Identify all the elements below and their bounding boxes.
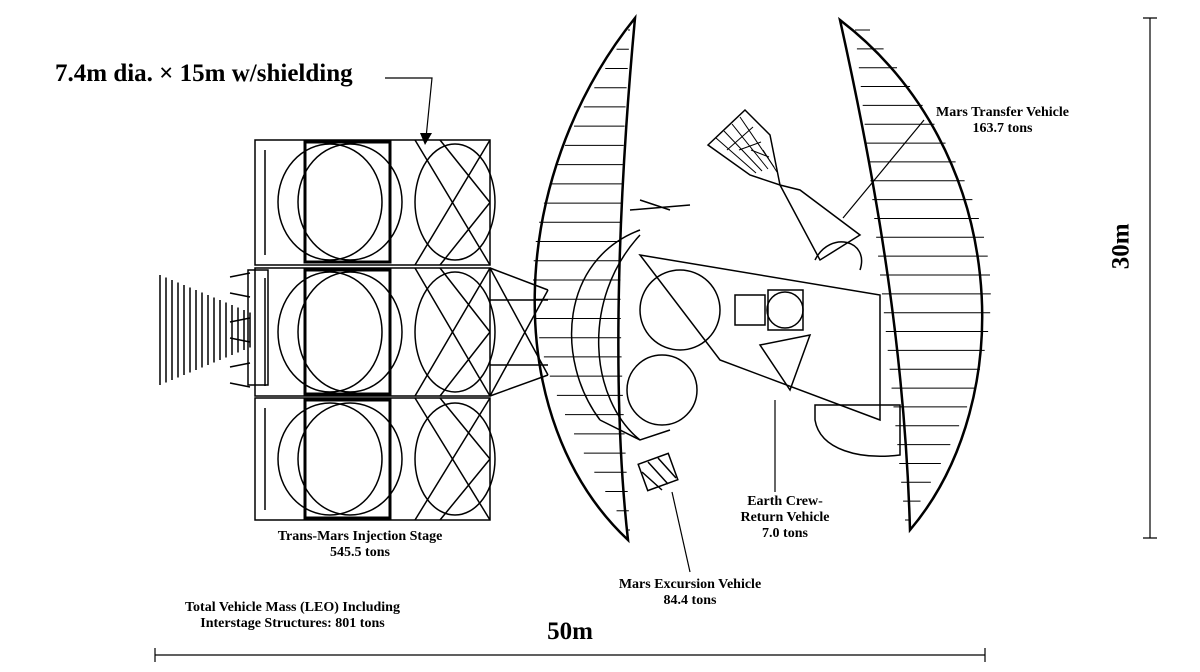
mev-mass: 84.4 tons [663, 593, 717, 609]
ecrv-label: Earth Crew- Return Vehicle 7.0 tons [715, 494, 855, 542]
mtv-mass: 163.7 tons [972, 121, 1033, 137]
habitat-module [638, 253, 901, 457]
engine-nozzles [159, 269, 269, 388]
total-mass-line1: Total Vehicle Mass (LEO) Including [185, 600, 400, 615]
total-mass-line2: Interstage Structures: 801 tons [200, 616, 385, 632]
tmi-stage-mass: 545.5 tons [330, 545, 390, 561]
tmi-stage-name: Trans-Mars Injection Stage [277, 529, 443, 544]
ecrv-name-line2: Return Vehicle [740, 510, 830, 526]
tmi-stage-tanks [254, 139, 496, 521]
mars-transfer-vehicle-label: Mars Transfer Vehicle 163.7 tons [915, 105, 1090, 137]
height-dimension-label: 30m [1107, 223, 1135, 270]
mev-aerobrake [533, 13, 637, 544]
leader-lines [385, 77, 925, 573]
mev-label: Mars Excursion Vehicle 84.4 tons [590, 577, 790, 609]
shielding-dimension-label: 7.4m dia. × 15m w/shielding [55, 60, 353, 87]
height-dimension-line [1143, 17, 1157, 539]
width-dimension-line [154, 648, 986, 662]
total-mass-label: Total Vehicle Mass (LEO) Including Inter… [120, 600, 465, 632]
interstage-truss [489, 267, 549, 397]
tmi-stage-label: Trans-Mars Injection Stage 545.5 tons [255, 529, 465, 561]
mtv-antenna [706, 108, 863, 271]
shield-arrow-head [420, 133, 432, 145]
width-dimension-label: 50m [547, 618, 593, 645]
ecrv-name-line1: Earth Crew- [747, 494, 823, 509]
mev-name: Mars Excursion Vehicle [618, 577, 762, 592]
mtv-aerobrake [838, 16, 991, 534]
ecrv-mass: 7.0 tons [762, 526, 808, 542]
mtv-name: Mars Transfer Vehicle [936, 105, 1069, 120]
mars-excursion-vehicle [570, 199, 721, 492]
